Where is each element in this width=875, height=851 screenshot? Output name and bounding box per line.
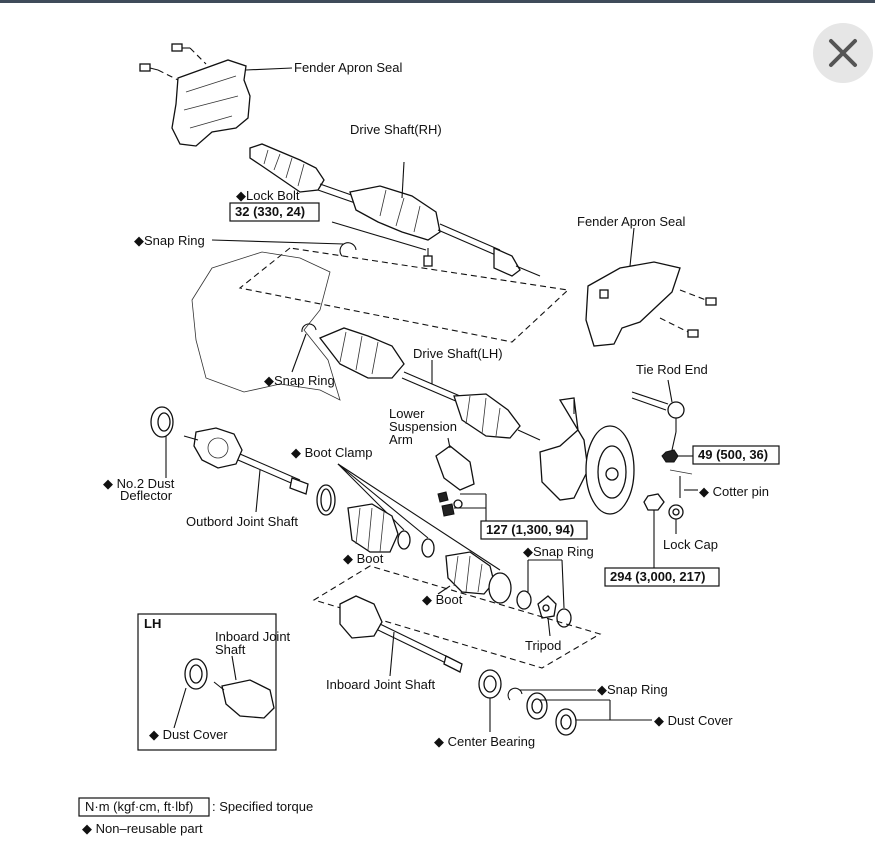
inboard-joint-shaft-part (339, 595, 463, 677)
label-lower-suspension-arm-2: Suspension (389, 419, 457, 434)
label-inboard-joint-shaft: Inboard Joint Shaft (326, 677, 436, 692)
drive-shaft-lh-part (291, 323, 541, 441)
center-bearing-part (478, 669, 502, 732)
label-torque-suspension: 127 (1,300, 94) (486, 522, 574, 537)
label-inboard-joint-shaft-lh-2: Shaft (215, 642, 246, 657)
label-center-bearing: ◆ Center Bearing (434, 734, 535, 749)
label-snap-ring-4: ◆Snap Ring (597, 682, 668, 697)
label-lock-bolt: ◆Lock Bolt (236, 188, 300, 203)
torque-box-suspension (480, 520, 588, 540)
label-torque-tie-rod: 49 (500, 36) (698, 447, 768, 462)
label-outbord-joint-shaft: Outbord Joint Shaft (186, 514, 298, 529)
label-tripod: Tripod (525, 638, 561, 653)
lower-suspension-arm-part (435, 437, 487, 522)
lock-bolt-part (331, 221, 433, 267)
torque-box-lock-bolt (229, 202, 320, 222)
close-button[interactable] (813, 23, 873, 83)
label-no2-dust-deflector-1: ◆ No.2 Dust (103, 476, 175, 491)
label-dust-cover: ◆ Dust Cover (654, 713, 733, 728)
fender-apron-seal-right-part (585, 227, 717, 347)
label-lower-suspension-arm-1: Lower (389, 406, 425, 421)
label-snap-ring-1: ◆Snap Ring (134, 233, 205, 248)
label-lock-cap: Lock Cap (663, 537, 718, 552)
legend-torque-units: N·m (kgf·cm, ft·lbf) (85, 799, 193, 814)
torque-box-tie-rod (692, 445, 780, 465)
label-boot-clamp: ◆ Boot Clamp (291, 445, 373, 460)
torque-box-hub-nut (604, 567, 720, 587)
close-icon (829, 39, 857, 67)
lh-inset-parts (173, 655, 275, 729)
boot-2-part (437, 551, 512, 604)
top-border-bar (0, 0, 875, 3)
dust-cover-part (526, 692, 652, 736)
snap-ring-1-part (211, 239, 357, 257)
rh-group-frame (238, 247, 570, 343)
label-boot-2: ◆ Boot (422, 592, 463, 607)
label-torque-hub-nut: 294 (3,000, 217) (610, 569, 705, 584)
legend-non-reusable: ◆ Non–reusable part (82, 821, 203, 836)
label-torque-lock-bolt: 32 (330, 24) (235, 204, 305, 219)
hub-nut-part (643, 493, 665, 570)
label-lh-title: LH (144, 616, 161, 631)
no2-dust-deflector-part (150, 406, 174, 478)
tripod-part (537, 595, 557, 637)
tie-rod-nut-part (661, 431, 694, 463)
boot-clamp-part (316, 463, 501, 571)
snap-ring-4-part (507, 687, 596, 701)
transaxle-outline (191, 251, 341, 401)
label-drive-shaft-lh: Drive Shaft(LH) (413, 346, 503, 361)
label-cotter-pin: ◆ Cotter pin (699, 484, 769, 499)
drive-shaft-rh-part (249, 143, 541, 277)
label-snap-ring-2: ◆Snap Ring (264, 373, 335, 388)
label-fender-apron-seal-right: Fender Apron Seal (577, 214, 686, 229)
label-lower-suspension-arm-3: Arm (389, 432, 413, 447)
label-boot-1: ◆ Boot (343, 551, 384, 566)
steering-knuckle-hub-part (539, 397, 635, 515)
label-inboard-joint-shaft-lh-1: Inboard Joint (215, 629, 291, 644)
label-fender-apron-seal-top: Fender Apron Seal (294, 60, 403, 75)
boot-1-part (347, 503, 399, 553)
tie-rod-end-part (631, 379, 685, 432)
label-no2-dust-deflector-2: Deflector (120, 488, 173, 503)
legend-torque-desc: : Specified torque (212, 799, 313, 814)
label-tie-rod-end: Tie Rod End (636, 362, 708, 377)
label-snap-ring-3: ◆Snap Ring (523, 544, 594, 559)
outboard-joint-shaft-part (183, 427, 309, 513)
inboard-group-frame (312, 565, 602, 669)
lock-cap-part (668, 504, 684, 534)
label-dust-cover-lh: ◆ Dust Cover (149, 727, 228, 742)
label-drive-shaft-rh: Drive Shaft(RH) (350, 122, 442, 137)
legend-torque-box (78, 797, 210, 817)
cotter-pin-part (669, 469, 698, 498)
fender-apron-seal-top-part (139, 43, 293, 147)
